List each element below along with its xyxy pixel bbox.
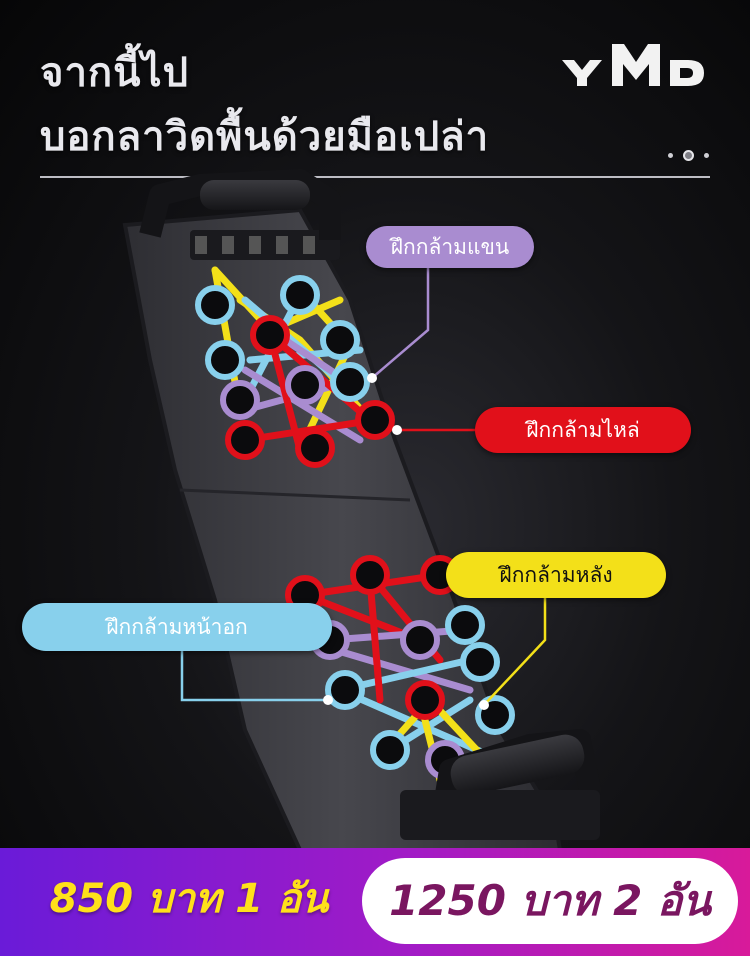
callout-shoulder-muscle: ฝึกกล้ามไหล่	[475, 407, 691, 453]
carousel-dots[interactable]	[668, 150, 709, 161]
carousel-dot[interactable]	[668, 153, 673, 158]
carousel-dot-active[interactable]	[683, 150, 694, 161]
carousel-dot[interactable]	[704, 153, 709, 158]
callout-arm-muscle: ฝึกกล้ามแขน	[366, 226, 534, 268]
headline-line1: จากนี้ไป	[40, 50, 189, 96]
callout-back-muscle: ฝึกกล้ามหลัง	[446, 552, 666, 598]
top-handle	[139, 169, 341, 260]
headline-line2: บอกลาวิดพื้นด้วยมือเปล่า	[40, 114, 490, 160]
ymd-logo-mark	[562, 44, 704, 86]
price-double: 1250 บาท 2 อัน	[362, 858, 738, 944]
ymd-logo	[560, 40, 710, 88]
bottom-handle	[400, 729, 601, 840]
callout-chest-muscle: ฝึกกล้ามหน้าอก	[22, 603, 332, 651]
price-single: 850 บาท 1 อัน	[49, 876, 329, 922]
divider	[40, 176, 710, 178]
